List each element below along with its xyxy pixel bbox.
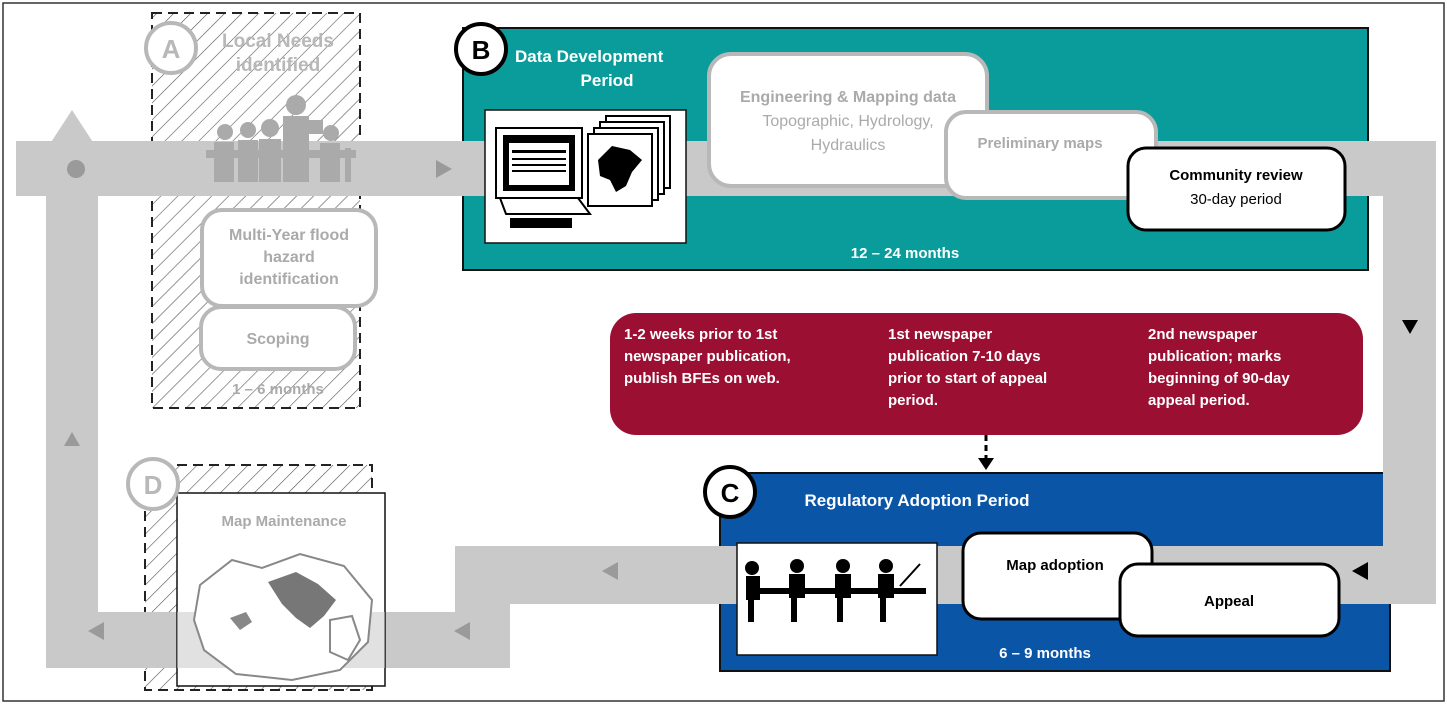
appeal-box bbox=[1118, 562, 1341, 638]
flow-up-arrowhead bbox=[18, 110, 126, 193]
community-review-box bbox=[1126, 146, 1347, 232]
notice-col2-line2: publication 7-10 days bbox=[888, 348, 1041, 365]
phase-a-box1-line1: Multi-Year flood bbox=[229, 227, 349, 244]
notice-col1-line3: publish BFEs on web. bbox=[624, 370, 780, 387]
phase-a-box2 bbox=[199, 305, 357, 371]
publication-notice-box bbox=[610, 313, 1363, 435]
phase-a-badge: A bbox=[144, 21, 198, 75]
svg-text:C: C bbox=[721, 478, 740, 508]
notice-col3-line3: beginning of 90-day bbox=[1148, 370, 1290, 387]
phase-a-duration: 1 – 6 months bbox=[232, 381, 324, 398]
board-meeting-icon bbox=[745, 559, 926, 622]
map-pages-icon bbox=[587, 115, 671, 207]
phase-a-box1-line3: identification bbox=[239, 271, 339, 288]
preliminary-maps-label: Preliminary maps bbox=[977, 135, 1102, 152]
engineering-title: Engineering & Mapping data bbox=[740, 89, 956, 106]
phase-b-title-line2: Period bbox=[581, 71, 634, 90]
svg-text:B: B bbox=[472, 35, 491, 65]
notice-connector-arrow bbox=[978, 435, 994, 470]
map-adoption-label: Map adoption bbox=[1006, 557, 1104, 574]
engineering-line3: Hydraulics bbox=[811, 137, 886, 154]
computer-icon bbox=[495, 127, 592, 228]
phase-c-duration: 6 – 9 months bbox=[999, 645, 1091, 662]
flow-arrow-icon bbox=[64, 160, 1418, 640]
svg-text:A: A bbox=[162, 34, 181, 64]
notice-col2-line1: 1st newspaper bbox=[888, 326, 992, 343]
notice-col1-line1: 1-2 weeks prior to 1st bbox=[624, 326, 777, 343]
notice-col2: 1st newspaper publication 7-10 days prio… bbox=[888, 326, 1047, 409]
phase-a-title-line1: Local Needs bbox=[222, 31, 334, 52]
notice-col3-line2: publication; marks bbox=[1148, 348, 1281, 365]
community-review-sub: 30-day period bbox=[1190, 191, 1282, 208]
phase-b-duration: 12 – 24 months bbox=[851, 245, 959, 262]
notice-col1-line2: newspaper publication, bbox=[624, 348, 791, 365]
meeting-people-icon bbox=[206, 95, 356, 182]
phase-a-title-line2: identified bbox=[236, 55, 320, 76]
phase-b-title-line1: Data Development bbox=[515, 47, 664, 66]
torn-map-icon bbox=[192, 552, 374, 682]
phase-d-title: Map Maintenance bbox=[221, 513, 346, 530]
notice-col3-line4: appeal period. bbox=[1148, 392, 1250, 409]
engineering-line2: Topographic, Hydrology, bbox=[762, 113, 933, 130]
community-review-title: Community review bbox=[1169, 167, 1303, 184]
notice-col3-line1: 2nd newspaper bbox=[1148, 326, 1257, 343]
phase-c-title: Regulatory Adoption Period bbox=[804, 491, 1029, 510]
phase-b-badge: B bbox=[454, 22, 508, 76]
phase-d-badge: D bbox=[126, 457, 180, 511]
notice-col2-line3: prior to start of appeal bbox=[888, 370, 1047, 387]
preliminary-maps-box bbox=[944, 110, 1158, 200]
svg-text:D: D bbox=[144, 470, 163, 500]
flow-start-dot bbox=[67, 160, 85, 178]
appeal-label: Appeal bbox=[1204, 593, 1254, 610]
notice-col1: 1-2 weeks prior to 1st newspaper publica… bbox=[624, 326, 791, 387]
notice-col3: 2nd newspaper publication; marks beginni… bbox=[1148, 326, 1290, 409]
phase-a-box1-line2: hazard bbox=[263, 249, 315, 266]
phase-c-badge: C bbox=[703, 465, 757, 519]
phase-a-box2-label: Scoping bbox=[246, 331, 309, 348]
notice-col2-line4: period. bbox=[888, 392, 938, 409]
